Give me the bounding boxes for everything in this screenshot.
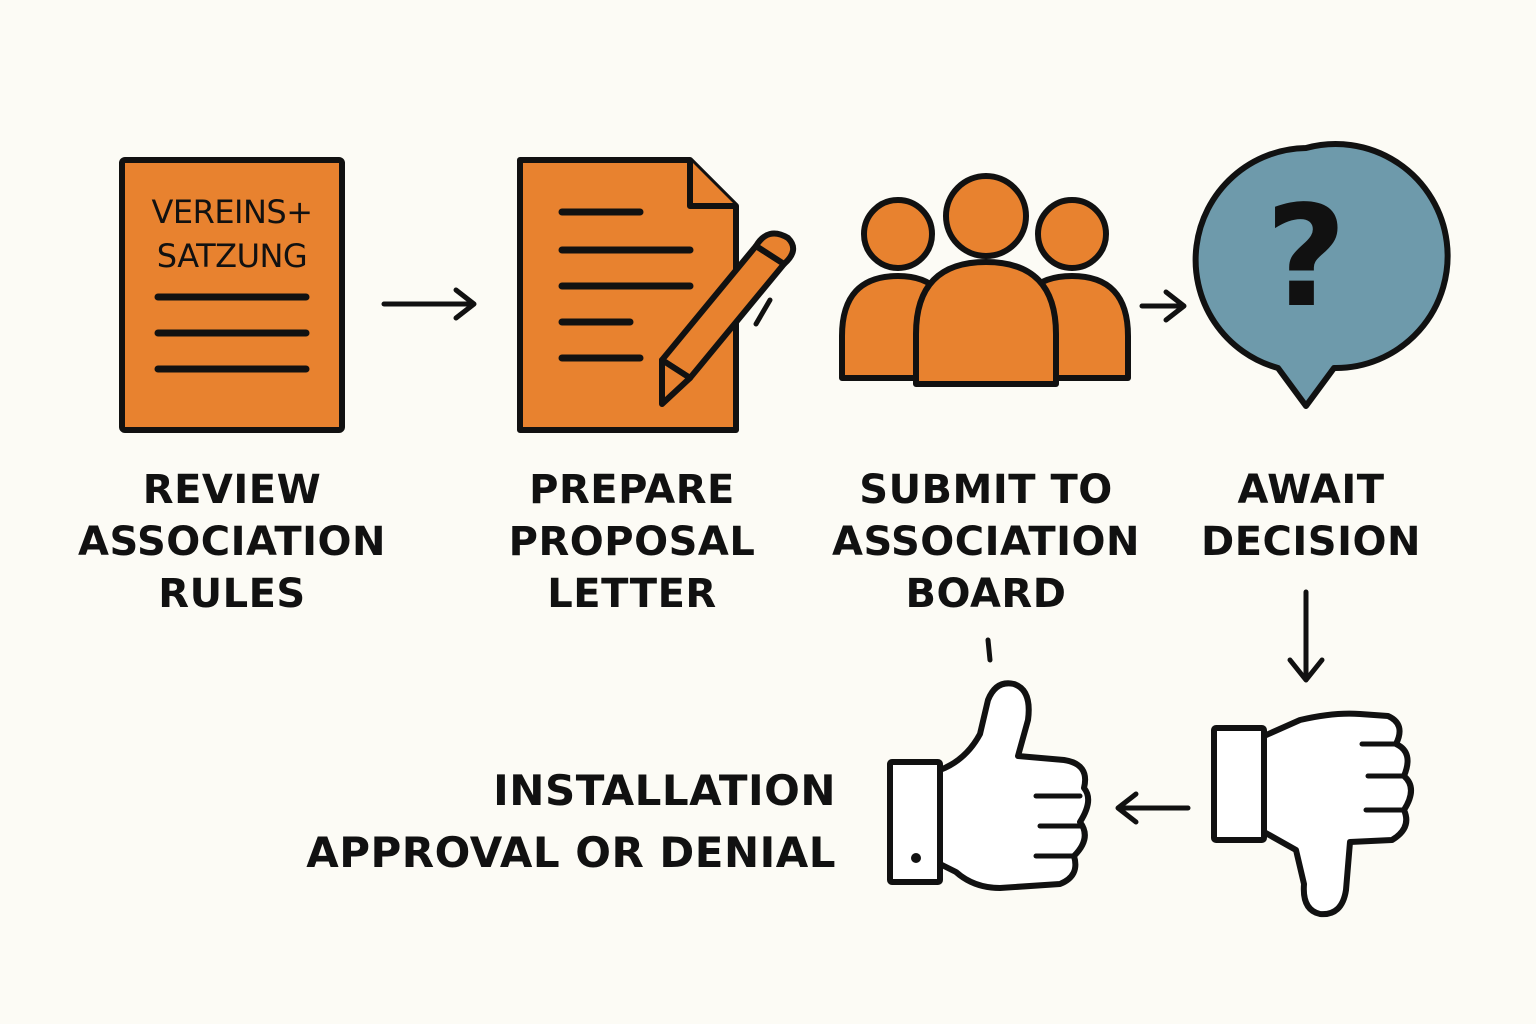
question-bubble-icon: [1192, 141, 1451, 409]
step-label-await-decision: Await Decision: [1201, 467, 1421, 565]
letter-with-pen-icon: [517, 157, 797, 433]
group-icon: [839, 173, 1131, 387]
outcome-label: Installation Approval or Denial: [306, 766, 836, 877]
step-label-prepare-letter: Prepare Proposal Letter: [508, 467, 756, 617]
question-mark: ?: [1265, 176, 1347, 339]
arrow-left: [1115, 791, 1191, 825]
document-title: VEREINS+ SATZUNG: [130, 190, 334, 278]
arrow-right-1: [381, 287, 477, 321]
connector-tick: [985, 637, 993, 663]
step-label-submit-board: Submit to Association Board: [831, 467, 1141, 617]
arrow-down: [1287, 589, 1325, 683]
pen-icon: [659, 230, 797, 407]
document-title-line-2: SATZUNG: [156, 237, 308, 275]
document-title-line-1: VEREINS+: [151, 193, 313, 231]
document-icon: [119, 157, 345, 433]
thumbs-down-icon: [1211, 710, 1414, 918]
thumbs-up-icon: [887, 680, 1092, 891]
step-label-review-rules: Review Association Rules: [77, 467, 387, 617]
arrow-right-2: [1139, 289, 1187, 323]
